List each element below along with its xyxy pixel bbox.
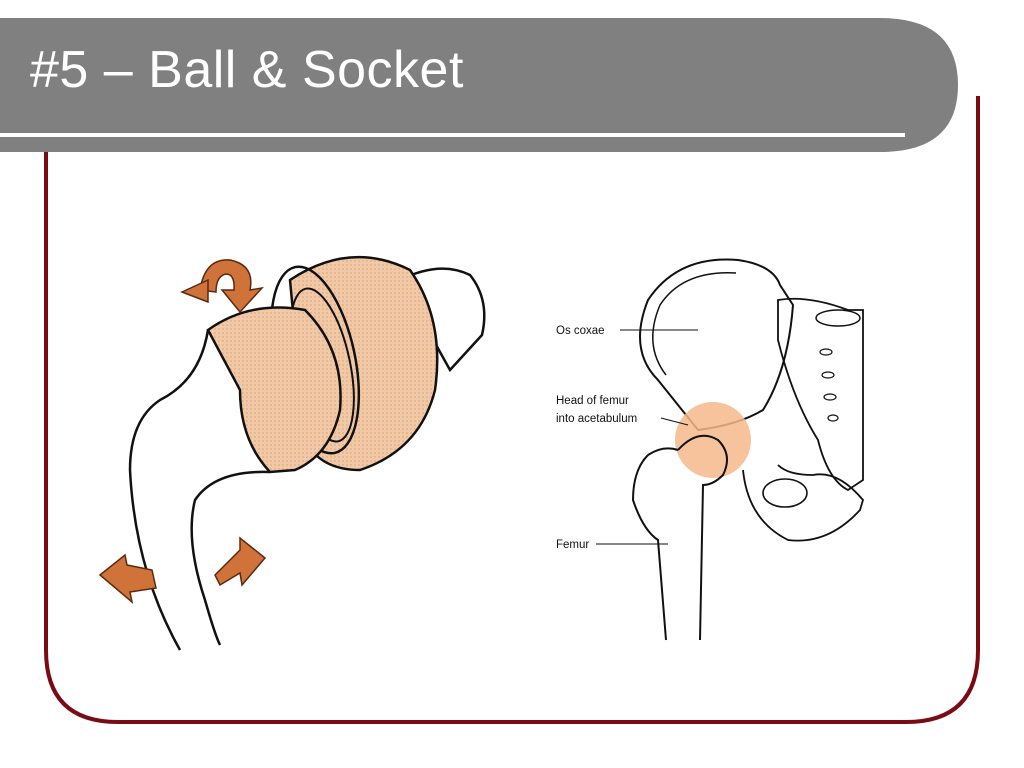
label-femur: Femur <box>556 539 589 551</box>
label-into-acetabulum: into acetabulum <box>556 413 637 425</box>
os-coxae <box>639 258 795 432</box>
right-arrow-icon <box>214 536 267 587</box>
acetabulum-highlight <box>675 402 751 478</box>
ball-socket-illustration <box>98 255 486 651</box>
sacrum <box>777 297 864 492</box>
obturator-foramen <box>762 478 808 508</box>
pubis <box>742 464 865 542</box>
label-os-coxae: Os coxae <box>556 325 605 337</box>
ball-head <box>206 306 342 474</box>
left-arrow-icon <box>98 553 157 604</box>
pelvis-diagram: Os coxae Head of femur into acetabulum F… <box>556 258 865 641</box>
curved-arrow-icon <box>180 259 265 314</box>
femur <box>677 434 728 641</box>
femur-shaft <box>128 329 210 651</box>
slide-title: #5 – Ball & Socket <box>30 41 464 99</box>
frame-border <box>44 96 980 724</box>
label-head-of-femur: Head of femur <box>556 395 629 407</box>
title-bar <box>0 18 958 152</box>
